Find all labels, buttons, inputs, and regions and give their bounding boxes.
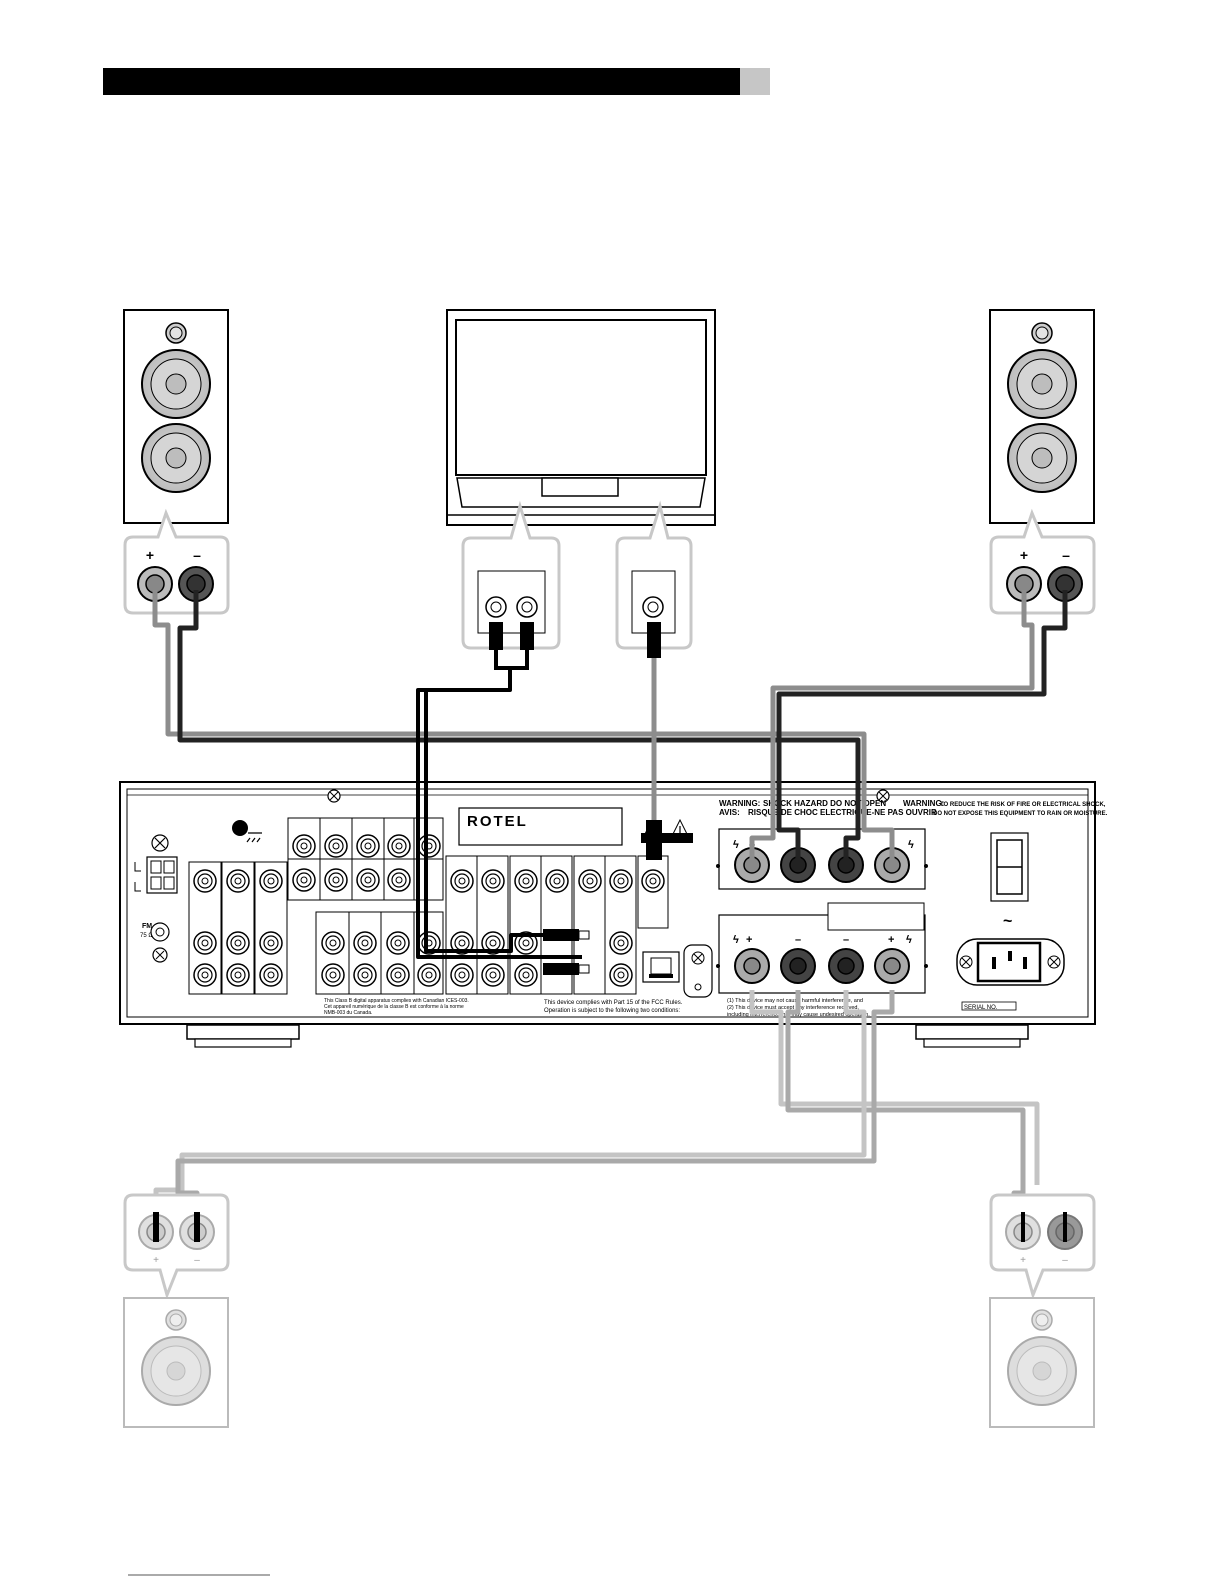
receiver-back-panel: FM 75 Ω xyxy=(119,781,1108,1048)
svg-text:ϟ: ϟ xyxy=(733,934,739,946)
front-right-speaker xyxy=(989,309,1095,524)
surround-right-terminal-callout: + – xyxy=(989,1193,1096,1300)
fm-antenna-terminal: FM 75 Ω xyxy=(140,922,170,963)
plus-label: + xyxy=(146,547,154,563)
warning-2-line1: TO REDUCE THE RISK OF FIRE OR ELECTRICAL… xyxy=(940,802,1106,808)
svg-text:ϟ: ϟ xyxy=(733,839,739,851)
plus-label: + xyxy=(888,934,894,946)
canada-line2: Cet appareil numérique de la classe B es… xyxy=(324,1004,464,1010)
canada-line3: NMB-003 du Canada. xyxy=(324,1010,372,1016)
right-foot xyxy=(915,1024,1029,1040)
front-right-terminal-callout: + – xyxy=(989,508,1096,615)
tv-audio-cable xyxy=(416,622,590,975)
minus-label: – xyxy=(194,1255,200,1266)
ground-terminal xyxy=(232,820,248,836)
power-switch xyxy=(990,832,1029,902)
fan-plate xyxy=(683,944,713,998)
warning-1-text: SHOCK HAZARD DO NOT OPEN xyxy=(763,799,886,808)
television xyxy=(446,309,716,526)
minus-label: – xyxy=(1062,1255,1068,1266)
front-left-speaker xyxy=(123,309,229,524)
avis-text: RISQUE DE CHOC ELECTRIQUE-NE PAS OUVRIR xyxy=(748,808,937,817)
fm-ohm-label: 75 Ω xyxy=(140,933,153,939)
plus-label: + xyxy=(1020,1255,1026,1266)
fcc-cond3: including interference that may cause un… xyxy=(727,1012,870,1018)
avis-label: AVIS: xyxy=(719,808,740,817)
serial-label: SERIAL NO. xyxy=(964,1005,998,1011)
surround-right-speaker xyxy=(989,1297,1095,1428)
tv-screen xyxy=(455,319,707,476)
warning-2-label: WARNING: xyxy=(903,799,944,808)
minus-label: – xyxy=(795,934,801,946)
speaker-terminal-block-upper: ϟ ϟ – xyxy=(716,828,928,890)
fcc-cond1: (1) This device may not cause harmful in… xyxy=(727,998,863,1004)
brand-plate xyxy=(458,807,623,846)
warning-2-line2: DO NOT EXPOSE THIS EQUIPMENT TO RAIN OR … xyxy=(933,811,1108,817)
plus-label: + xyxy=(1020,547,1028,563)
svg-text:ϟ: ϟ xyxy=(906,934,912,946)
ac-symbol: ~ xyxy=(1003,913,1012,930)
minus-label: – xyxy=(843,934,849,946)
am-antenna-terminal xyxy=(134,834,178,894)
minus-label: – xyxy=(193,547,201,563)
input-jack-block xyxy=(188,817,669,995)
warning-1-label: WARNING: xyxy=(719,799,760,808)
surround-left-speaker xyxy=(123,1297,229,1428)
fcc-line2: Operation is subject to the following tw… xyxy=(544,1008,680,1014)
tv-video-cable xyxy=(646,622,662,860)
surround-speaker-cables xyxy=(153,990,1040,1225)
plus-label: + xyxy=(153,1255,159,1266)
front-left-terminal-callout: + – xyxy=(123,508,230,615)
svg-text:ϟ: ϟ xyxy=(908,839,914,851)
front-left-speaker-cable xyxy=(152,590,895,860)
left-foot xyxy=(186,1024,300,1040)
fcc-line1: This device complies with Part 15 of the… xyxy=(544,1000,683,1006)
speaker-terminal-block-lower: ϟ + – – + ϟ xyxy=(716,902,928,994)
plus-label: + xyxy=(746,934,752,946)
remote-port xyxy=(642,951,680,983)
ac-power-inlet xyxy=(956,938,1065,986)
canada-line1: This Class B digital apparatus complies … xyxy=(324,998,469,1004)
tv-video-out-callout xyxy=(615,500,693,650)
fcc-cond2: (2) This device must accept any interfer… xyxy=(727,1005,859,1011)
surround-left-terminal-callout: + – xyxy=(123,1193,230,1300)
front-right-speaker-cable xyxy=(749,590,1068,860)
minus-label: – xyxy=(1062,547,1070,563)
header-bar xyxy=(103,68,770,95)
brand-logo: ROTEL xyxy=(467,813,528,830)
fm-label: FM xyxy=(142,923,152,930)
tv-audio-out-callout xyxy=(461,500,561,650)
